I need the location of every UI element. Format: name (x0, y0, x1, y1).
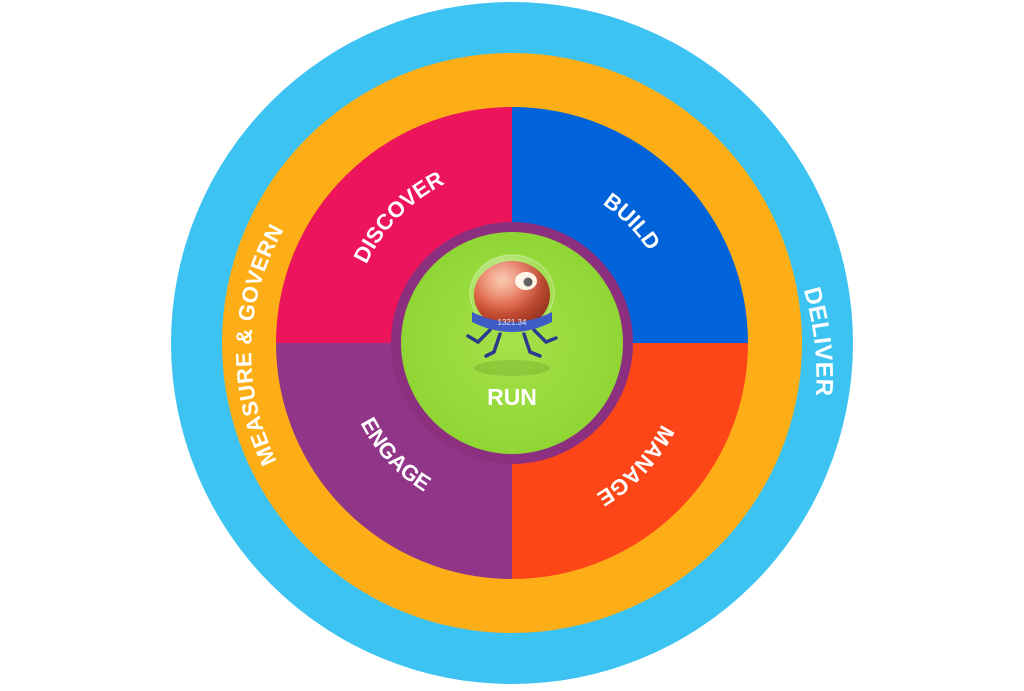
robot-mascot-icon: 1321.34 (466, 254, 558, 376)
center-disc[interactable] (401, 232, 623, 454)
center-label-run: RUN (487, 384, 537, 410)
mascot-band-text: 1321.34 (498, 318, 527, 327)
